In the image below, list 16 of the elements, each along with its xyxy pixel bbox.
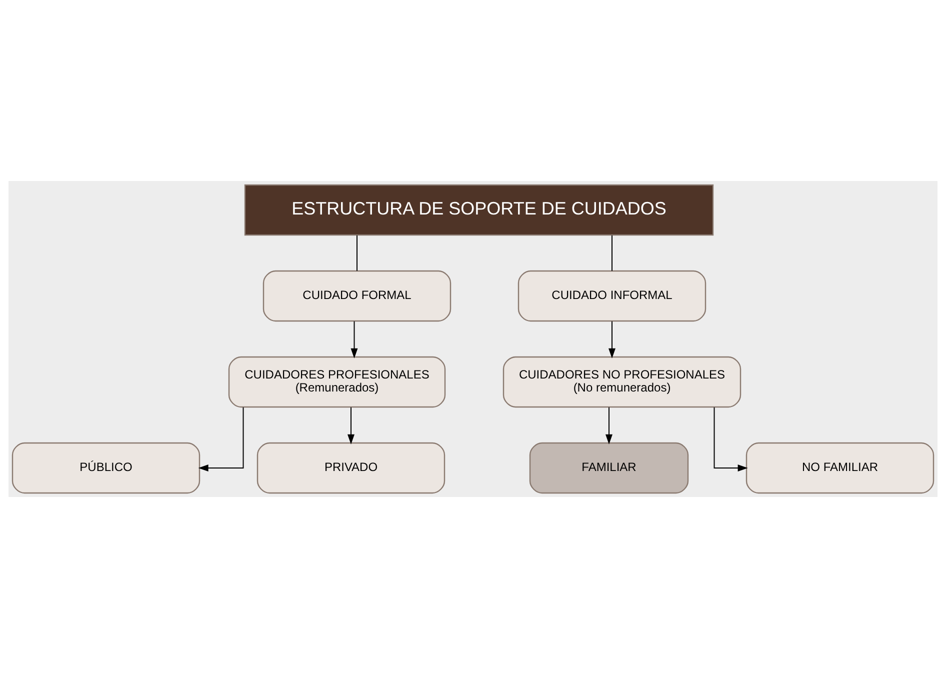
node-box: ESTRUCTURA DE SOPORTE DE CUIDADOS: [244, 184, 714, 236]
arrow: [606, 406, 612, 444]
arrow: [350, 320, 358, 358]
arrow: [348, 406, 354, 444]
node-box: CUIDADO FORMAL: [262, 270, 452, 322]
arrow: [198, 406, 244, 472]
node-box: CUIDADORES NO PROFESIONALES (No remunerados): [502, 356, 742, 408]
node-box: PRIVADO: [256, 442, 446, 494]
arrow: [714, 406, 748, 472]
node-box: NO FAMILIAR: [746, 442, 934, 494]
node-box: CUIDADORES PROFESIONALES (Remunerados): [228, 356, 446, 408]
arrow: [608, 320, 616, 358]
node-box: PÚBLICO: [12, 442, 200, 494]
connector: [356, 234, 358, 272]
node-box: FAMILIAR: [529, 442, 689, 494]
node-box: CUIDADO INFORMAL: [518, 270, 706, 322]
